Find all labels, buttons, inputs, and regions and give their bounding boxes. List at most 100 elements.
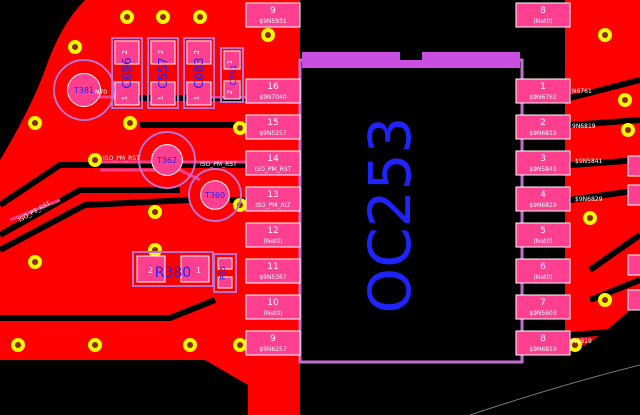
pad-shape[interactable] bbox=[515, 150, 571, 176]
pad-shape[interactable] bbox=[245, 330, 301, 356]
test-point-pad[interactable] bbox=[200, 180, 230, 210]
chip-pad-left-5[interactable]: 12 (Net0) bbox=[245, 222, 301, 248]
pad-net: $9N6819 bbox=[529, 130, 557, 137]
resistor-r380[interactable]: 2 1 R380 bbox=[132, 251, 214, 287]
right-edge-pads[interactable] bbox=[627, 155, 640, 311]
chip-pad-right-0[interactable]: 8(Net0) bbox=[515, 2, 571, 28]
pad-shape[interactable] bbox=[515, 2, 571, 28]
pad-shape[interactable] bbox=[515, 222, 571, 248]
chip-pad-left-2[interactable]: 15$9N5257 bbox=[245, 114, 301, 140]
pad-number: 16 bbox=[267, 82, 279, 92]
via-hole bbox=[237, 342, 243, 348]
via-hole bbox=[15, 342, 21, 348]
capacitor-pad-top[interactable] bbox=[150, 40, 176, 65]
chip-pad-right-3[interactable]: 3$9N5841 bbox=[515, 150, 571, 176]
chip-pad-right-2[interactable]: 2$9N6819 bbox=[515, 114, 571, 140]
small-part-r35[interactable]: R35 bbox=[213, 253, 237, 293]
via-hole bbox=[237, 125, 243, 131]
pad-shape[interactable] bbox=[245, 2, 301, 28]
chip-pad-left-0[interactable]: 9$9N5931 bbox=[245, 2, 301, 28]
chip-pad-right-1[interactable]: 1 $9N6761 bbox=[515, 78, 571, 104]
resistor-pad-left[interactable] bbox=[136, 255, 166, 283]
pad-shape[interactable] bbox=[245, 186, 301, 212]
chip-pad-right-6[interactable]: 6(Net0) bbox=[515, 258, 571, 284]
capacitor-pad-bottom[interactable] bbox=[150, 81, 176, 106]
small-part-pad-bottom[interactable] bbox=[217, 276, 233, 289]
test-point-t360[interactable]: T360 bbox=[188, 168, 242, 222]
capacitor-pad-top[interactable] bbox=[114, 40, 140, 65]
pad-shape[interactable] bbox=[245, 150, 301, 176]
pad-shape[interactable] bbox=[245, 294, 301, 320]
resistor-pad-right[interactable] bbox=[180, 255, 210, 283]
pad-number: 12 bbox=[267, 226, 278, 236]
test-point-outline bbox=[53, 59, 115, 121]
pad-net: $9N6761 bbox=[529, 94, 557, 101]
edge-pad[interactable] bbox=[627, 289, 640, 311]
chip-pad-right-5[interactable]: 5(Net0) bbox=[515, 222, 571, 248]
pad-shape[interactable] bbox=[245, 78, 301, 104]
capacitor-pad-number: 1 bbox=[157, 96, 165, 100]
via-hole bbox=[32, 120, 38, 126]
pad-shape[interactable] bbox=[515, 114, 571, 140]
chip-pads[interactable]: 9$9N593116$9N704015$9N525714ISO_PM_RST13… bbox=[245, 2, 571, 356]
test-point-designator: T381 bbox=[73, 86, 94, 95]
small-part-pad-top[interactable] bbox=[217, 257, 233, 270]
chip-pad-right-4[interactable]: 4$9N6829 bbox=[515, 186, 571, 212]
via-hole bbox=[127, 120, 133, 126]
pad-net: $9N5603 bbox=[529, 310, 557, 317]
test-point-t362[interactable]: T362 bbox=[138, 131, 196, 189]
edge-pad[interactable] bbox=[627, 184, 640, 206]
pad-shape[interactable] bbox=[245, 222, 301, 248]
pad-shape[interactable] bbox=[245, 258, 301, 284]
pad-net: $9N6257 bbox=[259, 346, 287, 353]
chip-pad-left-7[interactable]: 10(Net0) bbox=[245, 294, 301, 320]
pad-shape[interactable] bbox=[515, 294, 571, 320]
capacitor-pad-number: 2 bbox=[193, 50, 201, 54]
pad-shape[interactable] bbox=[515, 186, 571, 212]
pad-number: 1 bbox=[540, 82, 546, 92]
resistor-pad-left-number: 2 bbox=[148, 266, 153, 275]
capacitor-outline bbox=[111, 37, 143, 109]
capacitor-pad-number: 2 bbox=[226, 90, 234, 94]
chip-pad-left-6[interactable]: 11$9N5367 bbox=[245, 258, 301, 284]
edge-pad[interactable] bbox=[627, 155, 640, 177]
capacitor-pad-bottom[interactable] bbox=[223, 80, 241, 100]
chip-pad-right-8[interactable]: 8$9N6819 bbox=[515, 330, 571, 356]
via-hole bbox=[625, 127, 631, 133]
chip-pad-left-8[interactable]: 9$9N6257 bbox=[245, 330, 301, 356]
capacitor-pad-bottom[interactable] bbox=[114, 81, 140, 106]
capacitor-pad-top[interactable] bbox=[186, 40, 212, 65]
capacitor-outline bbox=[147, 37, 179, 109]
chip-pad-right-7[interactable]: 7$9N5603 bbox=[515, 294, 571, 320]
resistor-designator: R380 bbox=[155, 265, 191, 281]
pad-shape[interactable] bbox=[515, 258, 571, 284]
edge-pad[interactable] bbox=[627, 254, 640, 276]
pad-shape[interactable] bbox=[515, 330, 571, 356]
test-point-pad[interactable] bbox=[67, 73, 101, 107]
chip-oc253[interactable]: OC253 bbox=[298, 52, 524, 364]
test-point-pad[interactable] bbox=[151, 144, 183, 176]
test-point-t381[interactable]: T381 bbox=[53, 59, 115, 121]
test-point-outline bbox=[188, 168, 242, 222]
pad-net: $9N6829 bbox=[529, 202, 557, 209]
capacitor-pad-top[interactable] bbox=[223, 50, 241, 70]
pad-net: (Net0) bbox=[533, 18, 552, 25]
pad-shape[interactable] bbox=[245, 114, 301, 140]
capacitor-pad-bottom[interactable] bbox=[186, 81, 212, 106]
via-hole bbox=[572, 342, 578, 348]
via-hole bbox=[72, 44, 78, 50]
pad-net: (Net0) bbox=[263, 238, 282, 245]
chip-pad-left-1[interactable]: 16$9N7040 bbox=[245, 78, 301, 104]
pad-shape[interactable] bbox=[515, 78, 571, 104]
pad-net: $9N5931 bbox=[259, 18, 287, 25]
